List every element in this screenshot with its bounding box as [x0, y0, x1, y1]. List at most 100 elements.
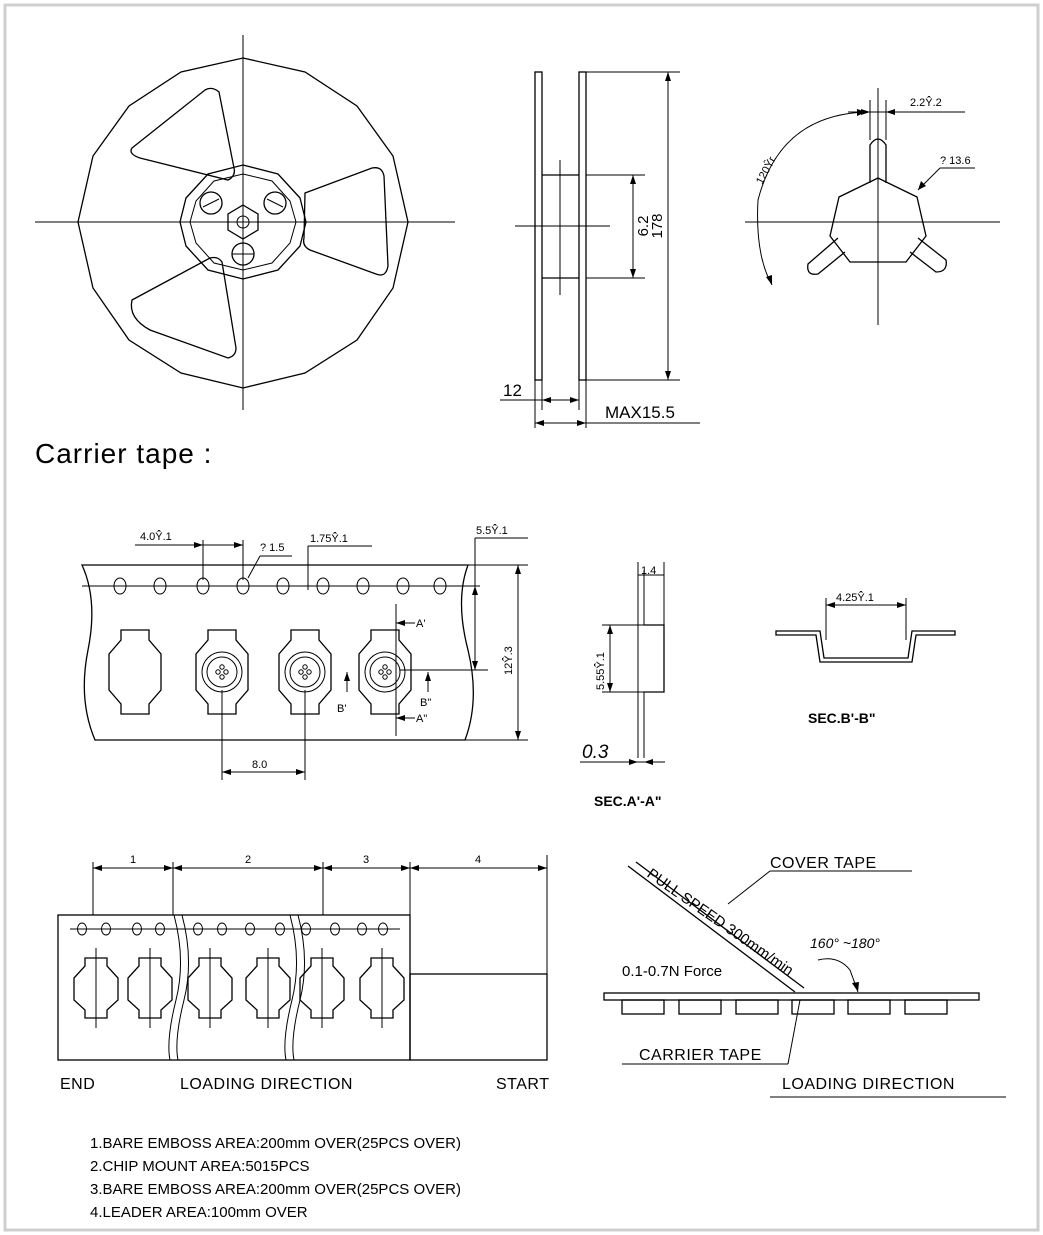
inner-width-arrow-r: [570, 397, 579, 403]
tape-width-label: 12Ŷ̂.3: [501, 646, 515, 675]
break-line-1b: [176, 914, 189, 1061]
peel-test-diagram: COVER TAPE PULL SPEED 300mm/min 160° ~18…: [603, 855, 1006, 1098]
peel-pocket-4: [791, 999, 835, 1015]
zone-arrow-2: [164, 865, 173, 871]
carrier-leader: [787, 999, 801, 1065]
carrier-tape-plan: 4.0Ŷ̂.1 ? 1.5 1.75Ŷ̂.1 12Ŷ̂.3 5.5Ŷ̂.1 8.…: [80, 523, 528, 780]
key-width-label: 2.2Ŷ̂.2: [910, 95, 942, 109]
tape-strip-body: [57, 914, 411, 1061]
hole-leader: [247, 555, 261, 579]
component-dot: [306, 669, 312, 675]
zone-arrow-7: [410, 865, 419, 871]
pocket-pitch-arrow-r: [296, 769, 305, 775]
sec-aa-pocket: [644, 624, 665, 693]
sec-bb-arrow-r: [897, 602, 906, 608]
component-body: [284, 651, 326, 693]
sec-aa-title: SEC.A'-A": [594, 793, 662, 809]
pitch-arrow-r: [234, 542, 243, 548]
hub-dim-arrow-top: [630, 175, 636, 184]
max-width-arrow-l: [535, 420, 544, 426]
component-dot: [219, 674, 225, 680]
label-loading-direction: LOADING DIRECTION: [180, 1076, 353, 1093]
sec-bb-profile: [775, 630, 956, 663]
pocket-outline: [358, 629, 412, 715]
diameter-label: 178: [649, 213, 666, 238]
marker-b1-arrow: [344, 672, 350, 681]
component-lens: [369, 656, 401, 688]
pocket-4: [358, 629, 412, 715]
pocket-outline: [108, 629, 162, 715]
hub-dim-arrow-bottom: [630, 269, 636, 278]
sec-aa-thick-arrow-l: [629, 759, 638, 765]
component-dot: [382, 674, 388, 680]
component-dot: [302, 674, 308, 680]
component-body: [364, 651, 406, 693]
marker-a1-arrow: [396, 620, 405, 626]
zone-label-2: 2: [245, 854, 251, 866]
peel-loading-direction: LOADING DIRECTION: [782, 1076, 955, 1093]
component-lens: [206, 656, 238, 688]
hub-detail-key-left: [807, 237, 846, 275]
cover-tape-label: COVER TAPE: [770, 855, 877, 872]
inner-width-label: 12: [503, 381, 522, 400]
note-3: 3.BARE EMBOSS AREA:200mm OVER(25PCS OVER…: [90, 1181, 461, 1198]
sec-bb-width-label: 4.25Ŷ̂.1: [836, 590, 874, 604]
break-line-2b: [292, 914, 305, 1061]
reel-hub-hole-1: [199, 191, 223, 215]
notes-block: 1.BARE EMBOSS AREA:200mm OVER(25PCS OVER…: [90, 1135, 461, 1221]
sec-aa-depth-arrow-top: [607, 625, 613, 634]
tape-width-arrow-bottom: [515, 731, 521, 740]
peel-pocket-6: [904, 999, 948, 1015]
cover-tape-upper: [627, 865, 796, 993]
dia-dim-arrow-top: [665, 72, 671, 81]
zone-label-1: 1: [130, 854, 136, 866]
dia-dim-arrow-bottom: [665, 371, 671, 380]
peel-pocket-2: [678, 999, 722, 1015]
angle-arrow-bottom: [766, 275, 772, 285]
sec-aa-thick-arrow-r: [644, 759, 653, 765]
leader-pocket-row: [73, 948, 405, 1028]
leader-empty-area: [409, 973, 548, 1061]
reel-window-3: [130, 256, 237, 359]
pocket-1: [108, 629, 162, 715]
reel-hub-hole-2-slot: [266, 198, 284, 208]
component-dot: [215, 669, 221, 675]
leader-pocket-1: [73, 957, 119, 1019]
tape-outline: [80, 564, 474, 741]
sec-aa-thickness-label: 0.3: [582, 742, 609, 763]
sec-aa-depth-label: 5.55Ŷ̂.1: [593, 652, 607, 690]
leader-pocket-6: [359, 957, 405, 1019]
marker-a2: A": [416, 713, 427, 725]
sec-aa-depth-arrow-bottom: [607, 683, 613, 692]
component-dot: [378, 669, 384, 675]
hole-diameter-label: ? 1.5: [260, 542, 284, 554]
angle-label: 120Ŷr: [753, 154, 778, 186]
section-aa-view: 5.55Ŷ̂.1 1.4 0.3 SEC.A'-A": [580, 562, 665, 809]
leader-pocket-5: [299, 957, 345, 1019]
sec-bb-title: SEC.B'-B": [808, 710, 876, 726]
zone-arrow-3: [173, 865, 182, 871]
sprocket-pitch-label: 4.0Ŷ̂.1: [140, 529, 172, 543]
inner-width-arrow-l: [542, 397, 551, 403]
pocket-outline: [195, 629, 249, 715]
label-end: END: [60, 1076, 95, 1093]
marker-b2: B": [420, 697, 431, 709]
row-offset-label: 5.5Ŷ̂.1: [476, 523, 508, 537]
cover-tape-lower: [635, 861, 805, 989]
reel-window-2: [302, 167, 389, 276]
reel-hub-hole-2: [263, 191, 287, 215]
reel-side-view: 6.2 178 12 MAX15.5: [500, 71, 700, 428]
max-width-arrow-r: [577, 420, 586, 426]
cover-tape-leader: [727, 870, 771, 905]
note-1: 1.BARE EMBOSS AREA:200mm OVER(25PCS OVER…: [90, 1135, 461, 1152]
carrier-tape-strip: [603, 992, 980, 1001]
component-lens: [289, 656, 321, 688]
angle-arrow-peel: [852, 982, 859, 992]
reel-front-view: [35, 35, 455, 410]
sec-aa-top-label: 1.4: [641, 565, 656, 577]
edge-offset-label: 1.75Ŷ̂.1: [310, 531, 348, 545]
hub-dimension-label: 6.2: [635, 216, 652, 237]
component-dot: [223, 669, 229, 675]
